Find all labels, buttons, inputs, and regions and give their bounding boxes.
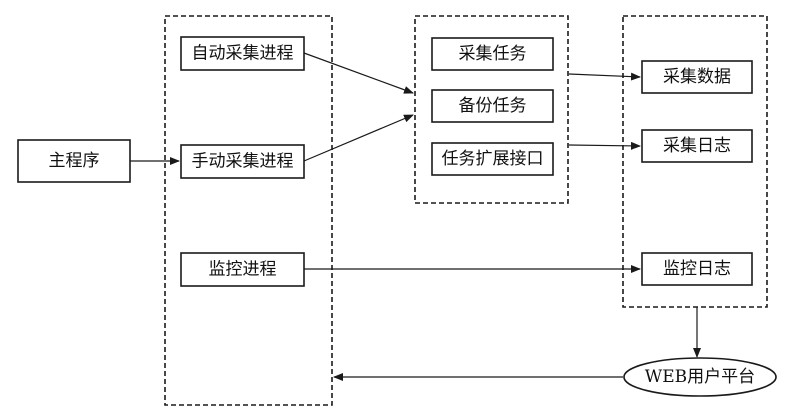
collect-log-box [641,129,753,163]
manual-collect-process-label: 手动采集进程 [192,152,294,172]
collect-log-label: 采集日志 [663,136,731,156]
tasks-group [414,15,569,204]
monitor-log-box [641,252,753,286]
collect-task-label: 采集任务 [459,44,527,64]
monitor-process-box [180,252,305,287]
processes-group [164,15,333,406]
web-platform-label: WEB用户平台 [645,367,755,387]
collect-data-label: 采集数据 [663,67,731,87]
task-extension-interface-box [431,142,554,176]
main-program-label: 主程序 [49,151,100,171]
collect-data-box [641,60,753,94]
main-program-box [17,139,131,183]
auto-collect-process-label: 自动采集进程 [192,44,294,64]
edge-auto-to-tasks [303,52,414,94]
auto-collect-process-box [180,36,305,71]
web-platform-ellipse [623,357,777,397]
task-extension-interface-label: 任务扩展接口 [442,149,544,169]
edge-tasks-to-collect-log [568,141,641,150]
edge-manual-to-tasks [303,114,414,162]
backup-task-box [431,89,554,123]
backup-task-label: 备份任务 [459,96,527,116]
edge-tasks-to-collect-data [568,72,641,81]
collect-task-box [431,37,554,71]
monitor-log-label: 监控日志 [663,259,731,279]
outputs-group [622,15,768,308]
monitor-process-label: 监控进程 [209,260,277,280]
manual-collect-process-box [180,144,305,179]
